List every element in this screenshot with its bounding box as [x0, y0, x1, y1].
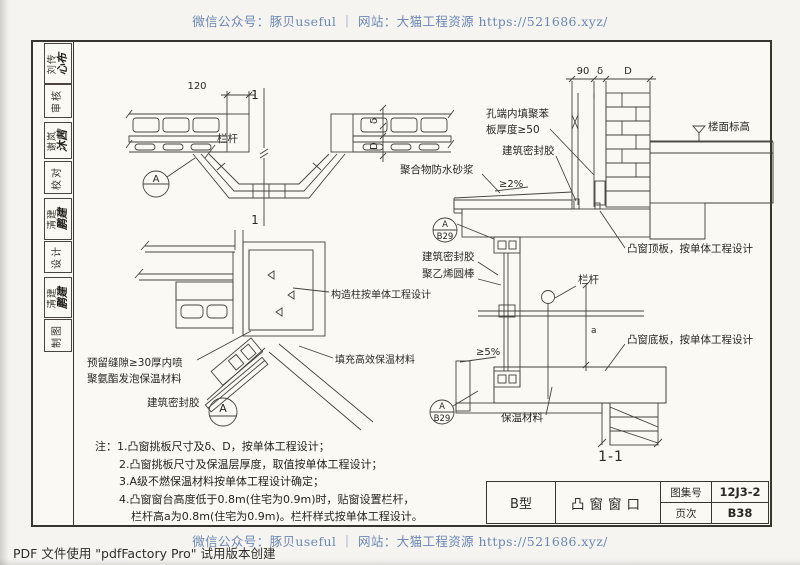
note-line: 4.凸窗窗台高度低于0.8m(住宅为0.9m)时，贴窗设置栏杆，: [119, 492, 415, 506]
sealant-label: 建筑密封胶: [147, 396, 200, 409]
signature: 沐茜: [56, 129, 69, 152]
note-line: 注：1.凸窗挑板尺寸及δ、D，按单体工程设计；: [95, 440, 330, 453]
section-caption: 1-1: [598, 449, 624, 465]
detail-bubble-letter: A: [153, 174, 160, 185]
signature: 心布: [56, 52, 69, 75]
signature-cell: 刘传 心布: [44, 43, 72, 84]
note-line: 2.凸窗挑板尺寸及保温层厚度，取值按单体工程设计；: [119, 457, 383, 471]
fill-note: 填充高效保温材料: [335, 353, 415, 366]
drawing-title-cell: 凸窗窗口: [556, 482, 661, 523]
gap-note-line1: 预留缝隙≥30厚内喷: [87, 356, 183, 369]
bottom-slab-note: 凸窗底板，按单体工程设计: [627, 333, 753, 346]
atlas-info-cells: 图集号 12J3-2 页次 B38: [661, 482, 768, 523]
pdffactory-trial-notice: PDF 文件使用 "pdfFactory Pro" 试用版本创建: [13, 546, 276, 561]
detail-bubble-page: B29: [434, 414, 451, 424]
hole-fill-note-line1: 孔端内填聚苯: [486, 107, 549, 120]
dim-d: D: [369, 142, 380, 150]
slope-bottom-label: ≥5%: [476, 347, 500, 358]
dim-120: 120: [187, 81, 206, 92]
hole-fill-note-line2: 板厚度≥50: [486, 123, 540, 136]
signature: 鹏建: [56, 286, 69, 309]
dim-delta: δ: [597, 66, 603, 77]
note-line: 栏杆高a为0.8m(住宅为0.9m)。栏杆样式按单体工程设计。: [131, 510, 423, 523]
plan-labels: 120 1 1 栏杆 A δ D: [153, 81, 380, 227]
dim-d: D: [624, 66, 632, 77]
note-line: 3.A级不燃保温材料按单体工程设计确定；: [119, 475, 325, 488]
section-mark-top: 1: [251, 88, 259, 102]
sealant-top-label: 建筑密封胶: [502, 144, 555, 157]
label-cell-draft: 制图: [44, 319, 72, 352]
detail-structure: [134, 230, 374, 431]
sealant-mid-label: 建筑密封胶: [422, 250, 475, 263]
mortar-label: 聚合物防水砂浆: [400, 163, 474, 176]
atlas-no-label: 图集号: [661, 482, 712, 502]
title-block: B型 凸窗窗口 图集号 12J3-2 页次 B38: [486, 481, 769, 524]
label-cell-design: 设计: [44, 241, 72, 273]
column-note: 构造柱按单体工程设计: [331, 288, 431, 301]
railing-label: 栏杆: [217, 132, 238, 145]
page-no-value: B38: [727, 506, 753, 520]
scan-edge-shadow: [0, 0, 9, 565]
railing-label: 栏杆: [578, 273, 599, 286]
detail-bubble-page: B29: [437, 232, 454, 242]
plan-structure: [125, 88, 455, 226]
signature: 鹏建: [56, 208, 69, 230]
watermark-header-link: 微信公众号：豚贝useful ｜ 网站：大猫工程资源 https://52168…: [192, 14, 608, 29]
label-cell-proof: 校对: [44, 161, 72, 194]
label-cell-review: 审核: [44, 84, 72, 118]
general-notes: 注：1.凸窗挑板尺寸及δ、D，按单体工程设计； 2.凸窗挑板尺寸及保温层厚度，取…: [95, 438, 475, 526]
detail-bubble-letter: A: [439, 402, 445, 412]
section-mark-bottom: 1: [251, 213, 259, 227]
dim-90: 90: [577, 66, 590, 77]
detail-bubble-letter: A: [219, 402, 227, 415]
signature-cell: 清建 鹏建: [44, 198, 72, 240]
top-slab-note: 凸窗顶板，按单体工程设计: [627, 242, 753, 255]
drawing-sheet-frame: 刘传 心布 审核 谢岚 沐茜 校对 清建 鹏建 设计 清建 鹏建: [31, 40, 774, 527]
section-labels: 90 δ D 孔端内填聚苯 板厚度≥50 楼面标高 建筑密封胶 聚合物防水砂浆 …: [400, 66, 753, 465]
page-no-label: 页次: [661, 503, 712, 523]
insulation-label: 保温材料: [501, 411, 543, 424]
approval-strip: 刘传 心布 审核 谢岚 沐茜 校对 清建 鹏建 设计 清建 鹏建: [33, 42, 74, 525]
slope-top-label: ≥2%: [499, 179, 523, 190]
type-cell: B型: [487, 482, 556, 523]
detail-labels: 预留缝隙≥30厚内喷 聚氨酯发泡保温材料 建筑密封胶 构造柱按单体工程设计 填充…: [87, 288, 431, 415]
detail-a-drawing: 预留缝隙≥30厚内喷 聚氨酯发泡保温材料 建筑密封胶 构造柱按单体工程设计 填充…: [87, 230, 431, 431]
section-structure: [429, 75, 774, 448]
watermark-footer-link: 微信公众号：豚贝useful ｜ 网站：大猫工程资源 https://52168…: [192, 534, 608, 549]
dim-delta: δ: [369, 118, 380, 124]
signature-cell: 清建 鹏建: [44, 277, 72, 318]
gap-note-line2: 聚氨酯发泡保温材料: [87, 372, 182, 385]
dim-a-label: a: [591, 326, 597, 336]
detail-bubble-letter: A: [442, 220, 448, 230]
signature-cell: 谢岚 沐茜: [44, 122, 72, 159]
scan-edge-shadow-bottom: [0, 559, 800, 565]
atlas-no-value: 12J3-2: [719, 485, 761, 499]
section-1-1-drawing: 90 δ D 孔端内填聚苯 板厚度≥50 楼面标高 建筑密封胶 聚合物防水砂浆 …: [400, 66, 774, 465]
plan-view-drawing: 120 1 1 栏杆 A δ D: [125, 81, 455, 227]
pe-rod-label: 聚乙烯圆棒: [422, 267, 475, 280]
floor-level-label: 楼面标高: [708, 120, 750, 133]
